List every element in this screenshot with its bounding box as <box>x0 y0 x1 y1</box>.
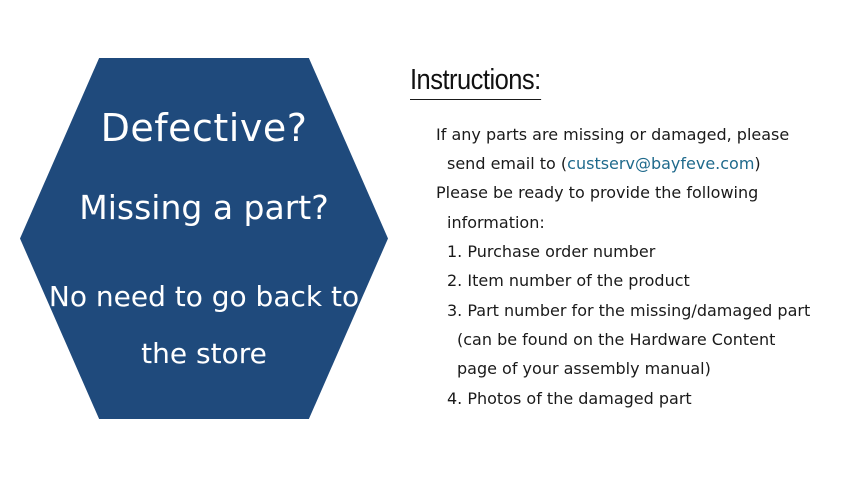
intro-line-2-prefix: send email to ( <box>447 154 568 173</box>
intro-line-2: send email to (custserv@bayfeve.com) <box>447 154 761 174</box>
missing-part-heading: Missing a part? <box>79 188 329 227</box>
list-item: 4. Photos of the damaged part <box>447 389 692 408</box>
no-need-store-text: No need to go back to the store <box>20 268 388 382</box>
ready-line-2: information: <box>447 213 545 232</box>
list-item: 2. Item number of the product <box>447 271 690 290</box>
no-need-line-1: No need to go back to <box>48 280 360 313</box>
defective-heading: Defective? <box>100 106 308 150</box>
instructions-title: Instructions: <box>410 62 541 100</box>
intro-line-2-suffix: ) <box>754 154 761 173</box>
hexagon-banner <box>20 58 388 419</box>
list-item: 3. Part number for the missing/damaged p… <box>447 301 811 320</box>
intro-line-1: If any parts are missing or damaged, ple… <box>436 125 790 144</box>
item-3-note-line-1: (can be found on the Hardware Content <box>457 330 776 349</box>
ready-line-1: Please be ready to provide the following <box>436 183 759 202</box>
list-item: 1. Purchase order number <box>447 242 656 261</box>
no-need-line-2: the store <box>141 337 267 370</box>
item-3-note-line-2: page of your assembly manual) <box>457 359 711 378</box>
support-email-link[interactable]: custserv@bayfeve.com <box>567 154 755 173</box>
